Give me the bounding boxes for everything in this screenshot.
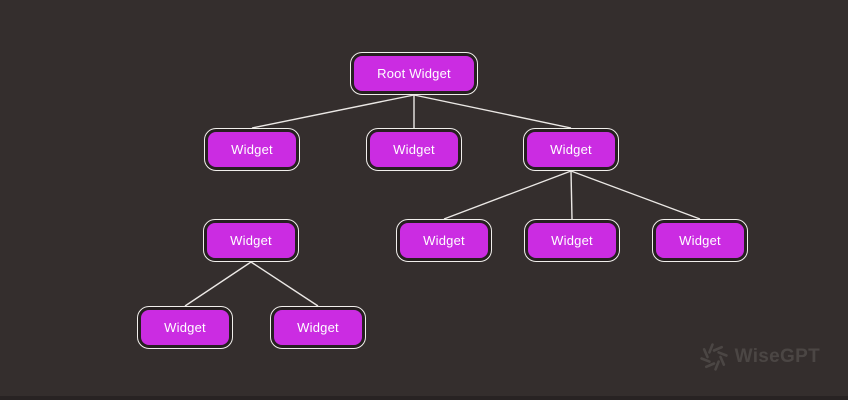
wisegpt-logo-text: WiseGPT: [734, 346, 820, 367]
tree-edge-child-3-to-grandchild-3: [570, 170, 701, 220]
tree-node-child-1: Widget: [204, 128, 300, 171]
tree-edge-child-3-to-grandchild-2: [570, 170, 573, 220]
tree-edge-child-3-to-grandchild-1: [443, 170, 572, 220]
bottom-edge-strip: [0, 396, 848, 400]
tree-node-left-grandchild: Widget: [203, 219, 299, 262]
tree-node-label: Widget: [656, 223, 744, 258]
tree-node-child-2: Widget: [366, 128, 462, 171]
wisegpt-watermark: WiseGPT: [699, 342, 820, 372]
wisegpt-logo-icon: [699, 343, 728, 371]
tree-node-label: Widget: [400, 223, 488, 258]
tree-node-grandchild-1: Widget: [396, 219, 492, 262]
tree-edge-left-grandchild-to-great-grandchild-1: [184, 261, 252, 307]
tree-node-label: Widget: [208, 132, 296, 167]
tree-node-great-grandchild-2: Widget: [270, 306, 366, 349]
tree-node-child-3: Widget: [523, 128, 619, 171]
tree-node-grandchild-2: Widget: [524, 219, 620, 262]
tree-edge-root-to-child-3: [413, 94, 572, 129]
tree-node-great-grandchild-1: Widget: [137, 306, 233, 349]
tree-node-label: Widget: [370, 132, 458, 167]
tree-node-label: Root Widget: [354, 56, 474, 91]
tree-node-label: Widget: [527, 132, 615, 167]
tree-edge-left-grandchild-to-great-grandchild-2: [250, 261, 319, 307]
tree-node-label: Widget: [274, 310, 362, 345]
tree-node-label: Widget: [528, 223, 616, 258]
tree-node-grandchild-3: Widget: [652, 219, 748, 262]
tree-edge-root-to-child-1: [251, 94, 415, 129]
tree-node-root: Root Widget: [350, 52, 478, 95]
tree-node-label: Widget: [207, 223, 295, 258]
tree-node-label: Widget: [141, 310, 229, 345]
